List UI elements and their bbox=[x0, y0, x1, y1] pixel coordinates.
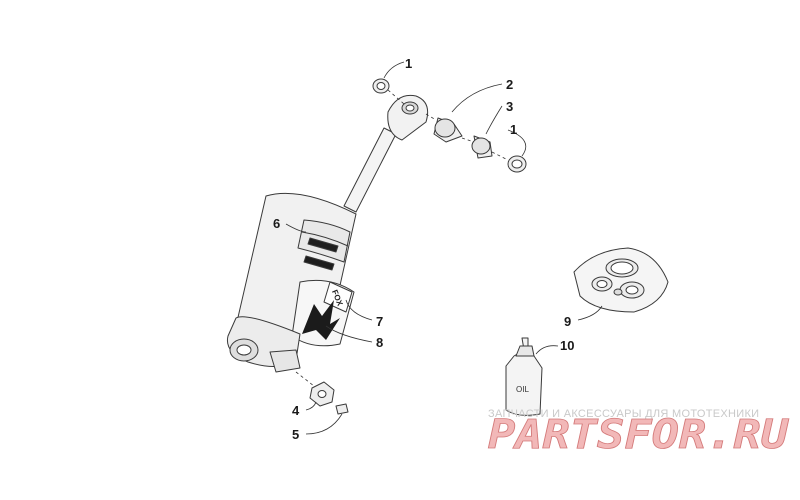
fox-logo-icon bbox=[302, 300, 340, 340]
callout-4: 4 bbox=[292, 403, 300, 418]
callout-8: 8 bbox=[376, 335, 383, 350]
callout-2: 2 bbox=[506, 77, 513, 92]
leader-lines bbox=[285, 61, 603, 435]
seal-kit bbox=[573, 247, 669, 313]
shock-absorber: FOX bbox=[226, 94, 429, 373]
callout-3: 3 bbox=[506, 99, 513, 114]
watermark: ЗАПЧАСТИ И АКСЕССУАРЫ ДЛЯ МОТОТЕХНИКИ PA… bbox=[488, 408, 790, 458]
oil-bottle: OIL bbox=[505, 337, 543, 416]
callout-5: 5 bbox=[292, 427, 299, 442]
callout-1-right: 1 bbox=[510, 122, 517, 137]
callout-6: 6 bbox=[273, 216, 280, 231]
callout-7: 7 bbox=[376, 314, 383, 329]
callout-9: 9 bbox=[564, 314, 571, 329]
small-bolt bbox=[335, 403, 349, 415]
watermark-tagline: ЗАПЧАСТИ И АКСЕССУАРЫ ДЛЯ МОТОТЕХНИКИ bbox=[488, 408, 759, 420]
callout-1-top: 1 bbox=[405, 56, 412, 71]
washer-top-left bbox=[372, 78, 390, 94]
watermark-logo: PARTSFOR.RU bbox=[488, 412, 789, 458]
callout-10: 10 bbox=[560, 338, 574, 353]
bushing-large bbox=[433, 117, 463, 143]
callout-labels: 1 2 3 1 6 7 8 9 10 4 5 bbox=[273, 56, 574, 442]
lower-nut bbox=[309, 381, 335, 407]
washer-right bbox=[507, 155, 527, 173]
oil-bottle-label: OIL bbox=[516, 385, 529, 394]
bushing-small bbox=[471, 135, 493, 159]
